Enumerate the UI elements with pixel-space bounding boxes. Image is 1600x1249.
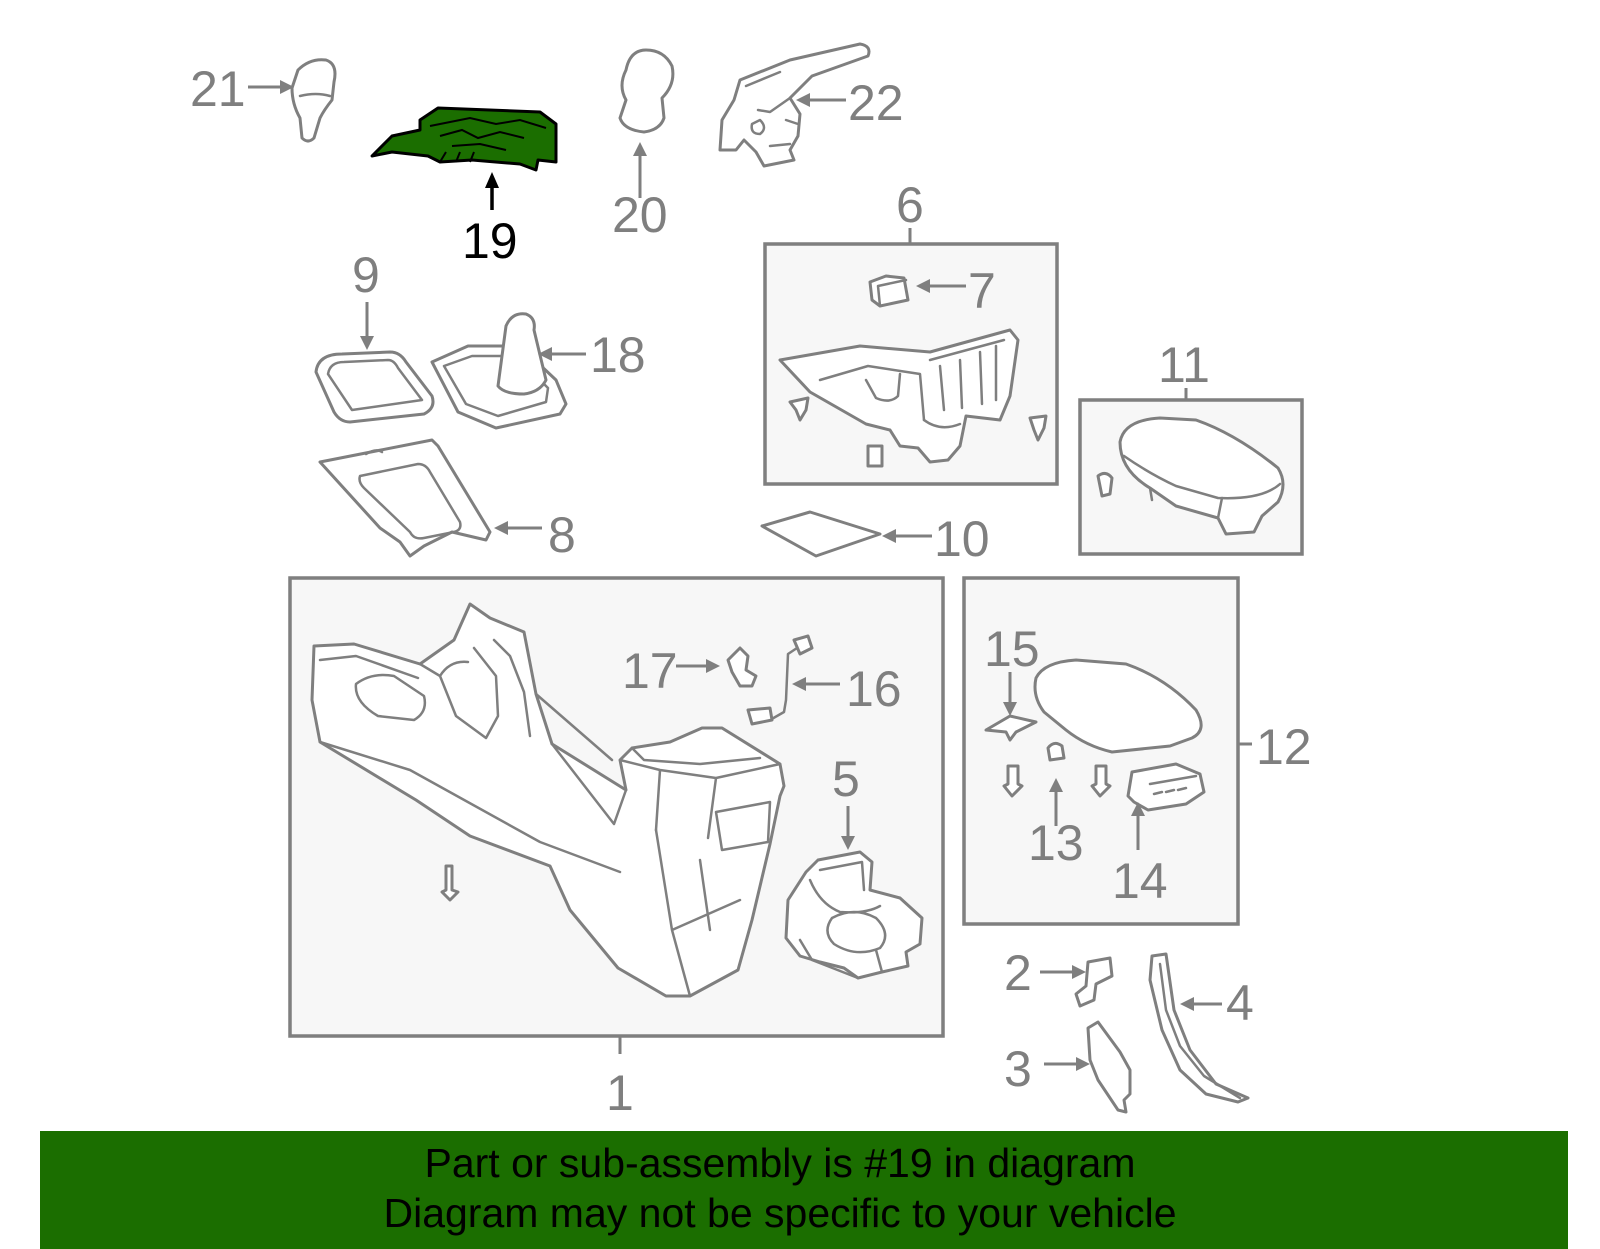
callout-15: 15	[984, 621, 1040, 677]
banner-line-2: Diagram may not be specific to your vehi…	[383, 1190, 1177, 1236]
part-18-shift-boot[interactable]	[430, 312, 568, 430]
part-19-shift-position-indicator[interactable]	[370, 106, 558, 172]
part-22-parking-brake-lever[interactable]	[718, 42, 871, 168]
callout-22: 22	[848, 75, 904, 131]
part-8-shift-panel[interactable]	[318, 438, 492, 558]
part-20-knob[interactable]	[618, 48, 675, 134]
part-6-console-box[interactable]	[778, 328, 1048, 468]
callout-11: 11	[1158, 337, 1210, 393]
part-3-side-panel[interactable]	[1086, 1020, 1132, 1114]
callout-21: 21	[190, 61, 246, 117]
callout-18: 18	[590, 327, 646, 383]
part-12-console-lid[interactable]	[1033, 658, 1203, 754]
part-4-trim-strip[interactable]	[1148, 952, 1250, 1104]
part-1-console-assembly[interactable]	[310, 602, 786, 998]
callout-2: 2	[1004, 945, 1032, 1001]
callout-14: 14	[1112, 853, 1168, 909]
part-11-armrest[interactable]	[1096, 416, 1285, 536]
callout-4: 4	[1226, 975, 1254, 1031]
callout-16: 16	[846, 661, 902, 717]
callout-17: 17	[622, 643, 678, 699]
part-5-cup-holder[interactable]	[784, 850, 924, 980]
callout-8: 8	[548, 507, 576, 563]
callout-19: 19	[462, 213, 518, 269]
part-15-clip[interactable]	[984, 714, 1038, 742]
part-2-bracket[interactable]	[1074, 956, 1114, 1008]
banner-line-1: Part or sub-assembly is #19 in diagram	[424, 1140, 1136, 1186]
callout-9: 9	[352, 247, 380, 303]
callout-12: 12	[1256, 719, 1312, 775]
group-box-12	[962, 576, 1240, 926]
callout-7: 7	[968, 263, 996, 319]
callout-5: 5	[832, 751, 860, 807]
part-21-shift-knob[interactable]	[290, 58, 337, 143]
part-16-wire-harness[interactable]	[746, 634, 814, 726]
callout-10: 10	[934, 511, 990, 567]
callout-1: 1	[606, 1065, 634, 1121]
part-10-mat[interactable]	[760, 510, 882, 558]
part-14-switch[interactable]	[1126, 762, 1206, 812]
callout-20: 20	[612, 187, 668, 243]
callout-6: 6	[896, 177, 924, 233]
part-7-clip[interactable]	[868, 274, 910, 308]
part-17-harness-clip[interactable]	[726, 646, 758, 688]
info-banner: Part or sub-assembly is #19 in diagram D…	[40, 1131, 1568, 1249]
part-13-screws[interactable]	[1002, 741, 1112, 798]
callout-3: 3	[1004, 1041, 1032, 1097]
callout-13: 13	[1028, 815, 1084, 871]
part-9-bezel-ring[interactable]	[314, 350, 435, 424]
